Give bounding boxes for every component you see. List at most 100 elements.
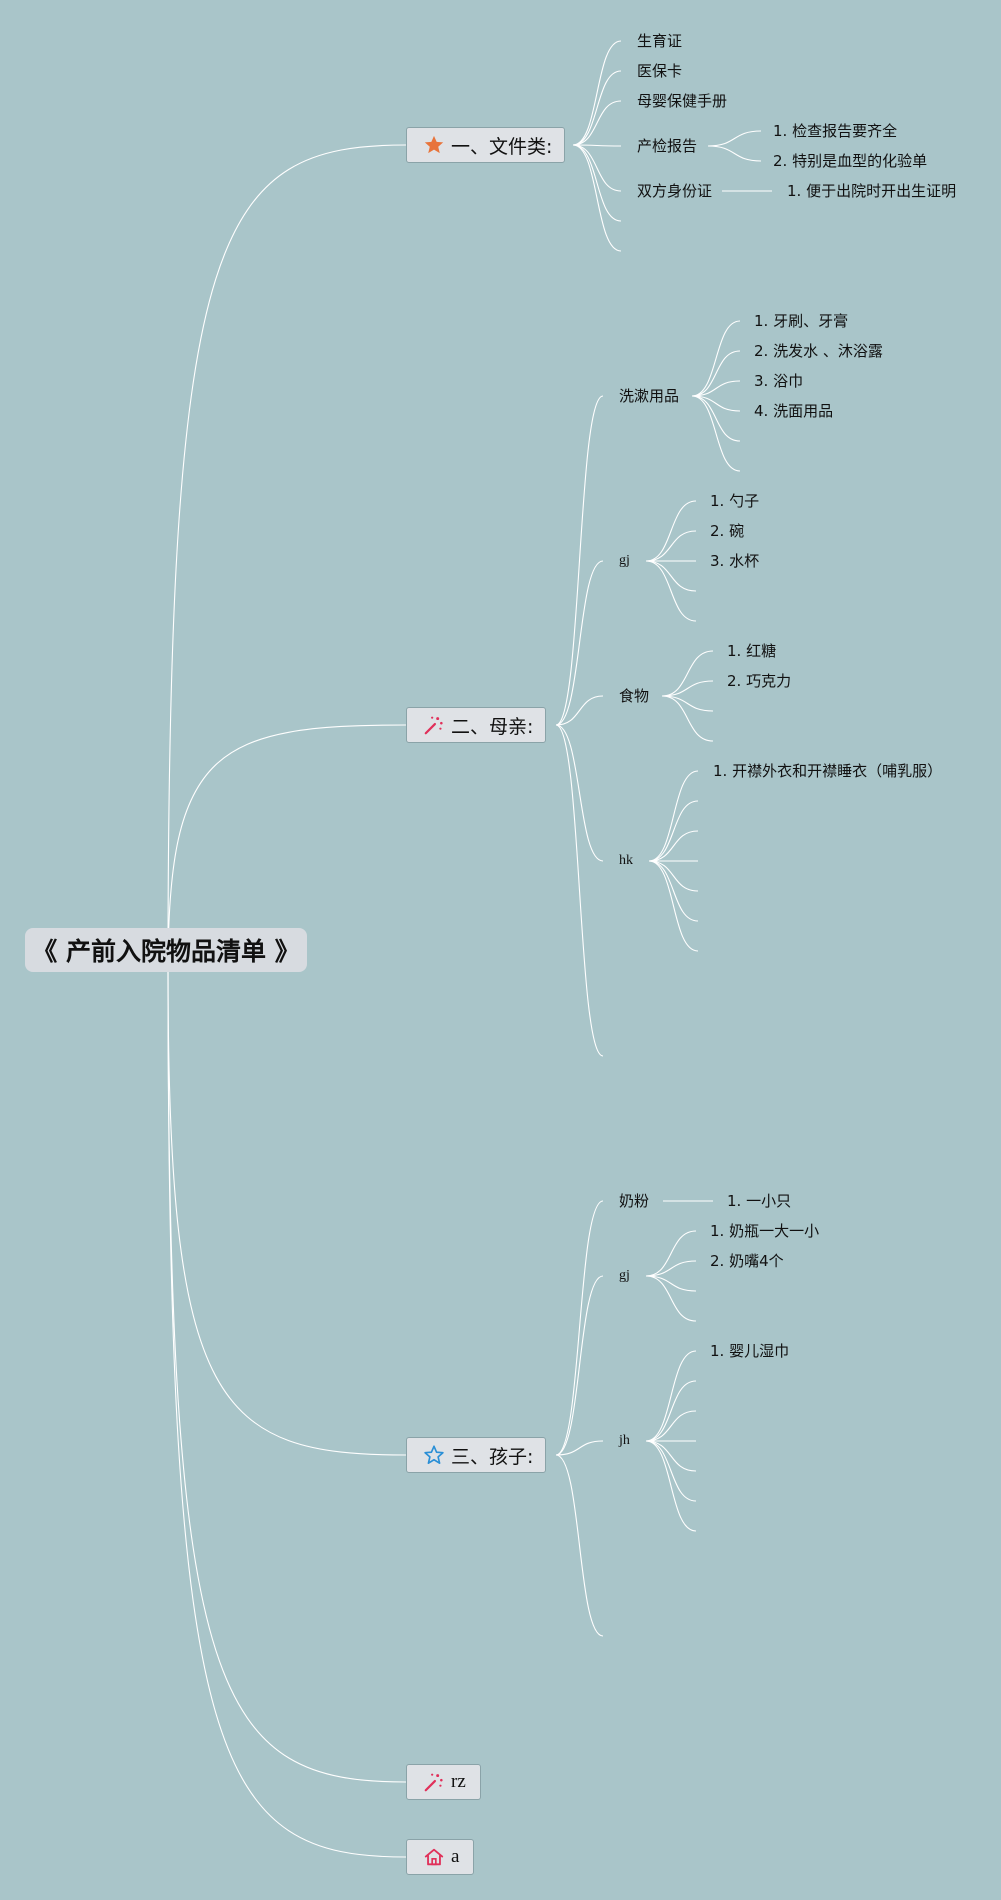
food-connector [661, 695, 714, 712]
toiletry-connector [691, 350, 741, 397]
mother-food[interactable]: 食物 [619, 687, 650, 705]
child-jh[interactable]: jh [619, 1433, 630, 1448]
child-gj-connector [645, 1275, 697, 1292]
wand-sparkle-icon [423, 1771, 445, 1793]
hk-connector [648, 770, 699, 862]
mother-gj-connector [645, 500, 697, 562]
jh-connector [645, 1440, 697, 1472]
mother-gj-item-3[interactable]: 3. 水杯 [710, 552, 760, 570]
prenatal-connector [707, 130, 762, 147]
mother-hk[interactable]: hk [619, 853, 633, 868]
toiletry-connector [691, 395, 741, 442]
root-node[interactable]: 《 产前入院物品清单 》 [25, 928, 307, 972]
mother-toiletries[interactable]: 洗漱用品 [619, 387, 680, 405]
doc-health-handbook[interactable]: 母婴保健手册 [637, 92, 728, 110]
doc-connector [572, 40, 622, 146]
hk-connector [648, 800, 699, 862]
jh-item-1[interactable]: 1. 婴儿湿巾 [710, 1342, 790, 1360]
topic-documents[interactable]: 一、文件类: [406, 127, 566, 163]
food-connector [661, 680, 714, 697]
toiletry-item-2[interactable]: 2. 洗发水 、沐浴露 [754, 342, 883, 360]
root-connector [167, 724, 407, 971]
child-gj-connector [645, 1230, 697, 1277]
topic-child-label: 三、孩子: [451, 1445, 534, 1468]
hk-item-1[interactable]: 1. 开襟外衣和开襟睡衣（哺乳服） [713, 762, 943, 780]
food-connector [661, 650, 714, 697]
topic-documents-label: 一、文件类: [451, 135, 553, 158]
child-gj-connector [645, 1275, 697, 1322]
jh-connector [645, 1440, 697, 1502]
doc-connector [572, 144, 622, 252]
prenatal-item-2[interactable]: 2. 特别是血型的化验单 [773, 152, 928, 170]
jh-connector [645, 1410, 697, 1442]
home-icon [423, 1846, 445, 1868]
jh-connector [645, 1440, 697, 1532]
doc-connector [572, 144, 622, 222]
hk-connector [648, 860, 699, 922]
mother-gj-connector [645, 530, 697, 562]
id-item-1[interactable]: 1. 便于出院时开出生证明 [787, 182, 957, 200]
topic-a[interactable]: a [406, 1839, 475, 1875]
prenatal-item-1[interactable]: 1. 检查报告要齐全 [773, 122, 898, 140]
prenatal-connector [707, 145, 762, 162]
topic-rz-label: rz [451, 1771, 466, 1792]
root-connector [167, 969, 407, 1858]
topic-mother-label: 二、母亲: [451, 715, 534, 738]
toiletry-item-3[interactable]: 3. 浴巾 [754, 372, 804, 390]
child-connector [555, 1275, 604, 1456]
food-connector [661, 695, 714, 742]
formula-item-1[interactable]: 1. 一小只 [727, 1192, 792, 1210]
doc-connector [572, 144, 622, 192]
root-connector [167, 144, 407, 971]
jh-connector [645, 1380, 697, 1442]
star-outline-icon [423, 1444, 445, 1466]
child-connector [555, 1200, 604, 1456]
mother-gj-item-1[interactable]: 1. 勺子 [710, 492, 760, 510]
food-item-1[interactable]: 1. 红糖 [727, 642, 777, 660]
toiletry-connector [691, 395, 741, 412]
child-connector [555, 1440, 604, 1456]
doc-insurance-card[interactable]: 医保卡 [637, 62, 683, 80]
mother-gj-connector [645, 560, 697, 622]
root-connector [167, 969, 407, 1456]
topic-a-label: a [451, 1846, 460, 1867]
hk-connector [648, 830, 699, 862]
child-formula[interactable]: 奶粉 [619, 1192, 650, 1210]
mother-gj-connector [645, 560, 697, 592]
mother-gj-item-2[interactable]: 2. 碗 [710, 522, 745, 540]
doc-connector [572, 100, 622, 146]
doc-prenatal-report[interactable]: 产检报告 [637, 137, 698, 155]
toiletry-connector [691, 320, 741, 397]
topic-mother[interactable]: 二、母亲: [406, 707, 547, 743]
toiletry-item-1[interactable]: 1. 牙刷、牙膏 [754, 312, 849, 330]
mother-gj[interactable]: gj [619, 553, 630, 568]
topic-child[interactable]: 三、孩子: [406, 1437, 547, 1473]
child-gj[interactable]: gj [619, 1268, 630, 1283]
jh-connector [645, 1350, 697, 1442]
child-gj-item-2[interactable]: 2. 奶嘴4个 [710, 1252, 784, 1270]
doc-birth-cert[interactable]: 生育证 [637, 32, 683, 50]
mother-connector [555, 395, 604, 726]
doc-id-cards[interactable]: 双方身份证 [637, 182, 713, 200]
toiletry-item-4[interactable]: 4. 洗面用品 [754, 402, 834, 420]
topic-rz[interactable]: rz [406, 1764, 481, 1800]
mother-connector [555, 724, 604, 862]
doc-connector [572, 144, 622, 147]
star-filled-icon [423, 134, 445, 156]
child-gj-item-1[interactable]: 1. 奶瓶一大一小 [710, 1222, 820, 1240]
toiletry-connector [691, 380, 741, 397]
wand-sparkle-icon [423, 714, 445, 736]
mother-connector [555, 724, 604, 1057]
mother-connector [555, 695, 604, 726]
root-connector [167, 969, 407, 1783]
hk-connector [648, 860, 699, 952]
food-item-2[interactable]: 2. 巧克力 [727, 672, 792, 690]
mother-connector [555, 560, 604, 726]
child-connector [555, 1454, 604, 1637]
toiletry-connector [691, 395, 741, 472]
doc-connector [572, 70, 622, 146]
child-gj-connector [645, 1260, 697, 1277]
hk-connector [648, 860, 699, 892]
